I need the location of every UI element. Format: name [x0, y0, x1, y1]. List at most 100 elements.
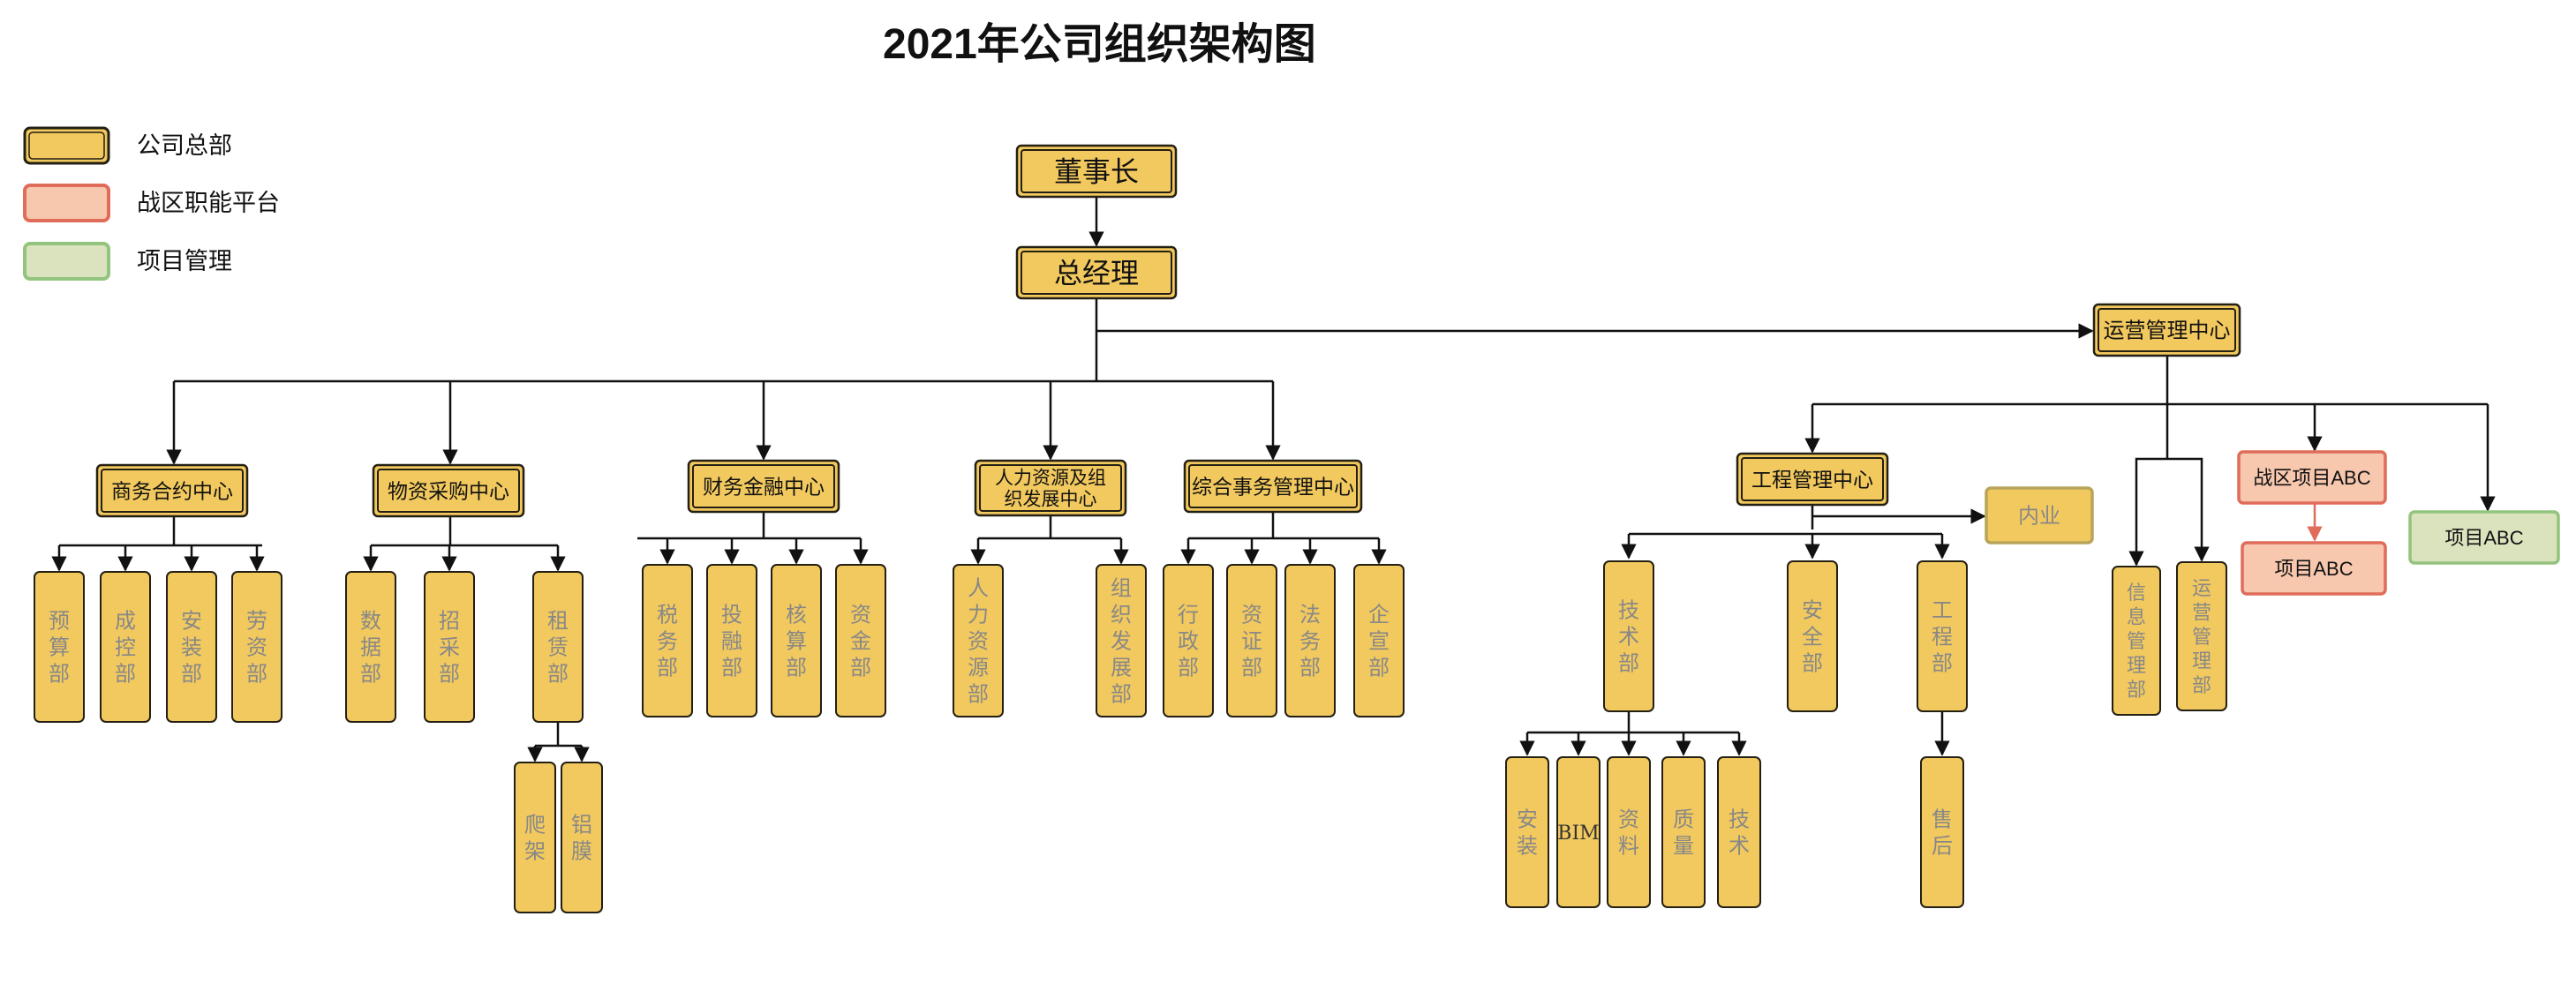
dept-box-0-0: 预算部 [34, 571, 85, 723]
ops-center-box: 运营管理中心 [2092, 303, 2241, 357]
dept-box-1-0: 数据部 [345, 571, 396, 723]
legend-swatch [23, 184, 110, 222]
nodes: 公司总部战区职能平台项目管理董事长总经理运营管理中心商务合约中心物资采购中心财务… [23, 126, 2560, 913]
dept-box-0-1-char: 成 [115, 609, 136, 634]
dept-box-0-2-char: 装 [181, 635, 202, 660]
dept-box-2-3: 资金部 [835, 564, 886, 717]
dept-box-3-1-char: 部 [1111, 682, 1132, 707]
ops-dept-0-char: 理 [2127, 655, 2146, 677]
ops-dept-1-char: 管 [2192, 627, 2211, 649]
dept-box-4-2-char: 法 [1299, 603, 1321, 627]
tech-sub-0-char: 安 [1517, 807, 1538, 832]
ops-dept-0-char: 部 [2127, 680, 2146, 702]
dept-box-4-1-char: 部 [1241, 656, 1262, 680]
eng-sub-0-char: 售 [1932, 807, 1953, 832]
dept-box-0-3-char: 劳 [246, 609, 267, 634]
dept-box-4-2-char: 务 [1299, 629, 1321, 654]
ops-dept-1-char: 营 [2192, 602, 2211, 624]
internal-box: 内业 [1985, 486, 2094, 545]
dept-box-4-0-char: 部 [1178, 656, 1199, 680]
dept-box-0-3-char: 部 [246, 662, 267, 687]
eng-dept-1-char: 部 [1802, 651, 1823, 676]
dept-box-0-2: 安装部 [166, 571, 217, 723]
rent-sub-1: 铝膜 [561, 762, 603, 913]
legend-label: 战区职能平台 [137, 190, 280, 217]
dept-box-2-2-char: 部 [786, 656, 807, 680]
legend-label: 公司总部 [137, 132, 232, 160]
eng-dept-1-char: 安 [1802, 598, 1823, 623]
dept-box-4-0-char: 政 [1178, 629, 1199, 654]
ops-dept-1-char: 部 [2192, 675, 2211, 697]
dept-box-0-0-char: 部 [49, 662, 70, 687]
ops-center-box-label: 运营管理中心 [2104, 319, 2231, 343]
dept-box-1-0-char: 据 [360, 635, 381, 660]
center-box-3-label: 织发展中心 [1005, 489, 1097, 510]
eng-dept-2-char: 程 [1932, 625, 1953, 650]
eng-center-box: 工程管理中心 [1736, 452, 1889, 507]
dept-box-2-1: 投融部 [706, 564, 757, 717]
legend-swatch [23, 126, 110, 165]
tech-sub-4-char: 技 [1729, 807, 1750, 832]
dept-box-4-3-char: 企 [1368, 603, 1390, 627]
chairman-box: 董事长 [1015, 144, 1178, 199]
gm-box-label: 总经理 [1054, 257, 1139, 290]
dept-box-0-3: 劳资部 [231, 571, 282, 723]
connector-lines [51, 197, 2496, 762]
dept-box-4-1: 资证部 [1226, 564, 1277, 717]
tech-sub-1: BIM [1556, 756, 1601, 908]
eng-dept-2: 工程部 [1917, 560, 1968, 712]
dept-box-3-0-char: 力 [968, 603, 989, 627]
zone-platform-box-label: 战区项目ABC [2253, 467, 2370, 489]
dept-box-1-0-char: 部 [360, 662, 381, 687]
eng-dept-2-char: 部 [1932, 651, 1953, 676]
eng-sub-0: 售后 [1920, 756, 1964, 908]
dept-box-0-1-char: 部 [115, 662, 136, 687]
dept-box-2-1-char: 投 [721, 603, 742, 627]
ops-dept-0-char: 信 [2127, 582, 2146, 605]
tech-sub-2-char: 料 [1618, 834, 1639, 859]
connector [2167, 457, 2203, 560]
dept-box-3-0-char: 源 [968, 656, 989, 680]
dept-box-2-0-char: 部 [657, 656, 678, 680]
zone-project-box: 项目ABC [2241, 541, 2387, 596]
rent-sub-0-char: 爬 [524, 813, 546, 838]
dept-box-2-0-char: 务 [657, 629, 678, 654]
eng-dept-1: 安全部 [1787, 560, 1838, 712]
dept-box-4-1-char: 资 [1241, 603, 1262, 627]
eng-dept-0-char: 技 [1618, 598, 1639, 623]
dept-box-4-3-char: 宣 [1368, 629, 1390, 654]
dept-box-3-1-char: 发 [1111, 629, 1132, 654]
dept-box-2-0: 税务部 [642, 564, 693, 717]
tech-sub-0-char: 装 [1517, 834, 1538, 859]
ops-dept-0-char: 管 [2127, 631, 2146, 653]
eng-dept-0-char: 术 [1618, 625, 1639, 650]
legend-swatch [23, 242, 110, 281]
dept-box-4-3-char: 部 [1368, 656, 1390, 680]
dept-box-4-2: 法务部 [1284, 564, 1336, 717]
zone-project-box-label: 项目ABC [2274, 558, 2353, 580]
dept-box-2-1-char: 部 [721, 656, 742, 680]
chairman-box-label: 董事长 [1054, 155, 1139, 189]
center-box-2-label: 财务金融中心 [703, 476, 825, 499]
dept-box-3-0-char: 资 [968, 629, 989, 654]
rent-sub-1-char: 铝 [571, 813, 592, 838]
dept-box-3-1-char: 织 [1111, 603, 1132, 627]
eng-center-box-label: 工程管理中心 [1751, 469, 1873, 492]
center-box-0: 商务合约中心 [95, 463, 249, 518]
center-box-0-label: 商务合约中心 [111, 480, 233, 503]
dept-box-4-0-char: 行 [1178, 603, 1199, 627]
legend-item-platform: 战区职能平台 [23, 184, 280, 222]
tech-sub-1-char: BIM [1557, 822, 1599, 845]
tech-sub-3-char: 质 [1673, 807, 1694, 832]
dept-box-1-2-char: 租 [547, 609, 569, 634]
tech-sub-3: 质量 [1661, 756, 1706, 908]
tech-sub-2: 资料 [1607, 756, 1651, 908]
center-box-4-label: 综合事务管理中心 [1192, 476, 1354, 499]
dept-box-0-2-char: 安 [181, 609, 202, 634]
tech-sub-3-char: 量 [1673, 834, 1694, 859]
legend-label: 项目管理 [137, 248, 232, 275]
ops-dept-1-char: 运 [2192, 578, 2211, 600]
dept-box-3-0-char: 人 [968, 576, 989, 601]
